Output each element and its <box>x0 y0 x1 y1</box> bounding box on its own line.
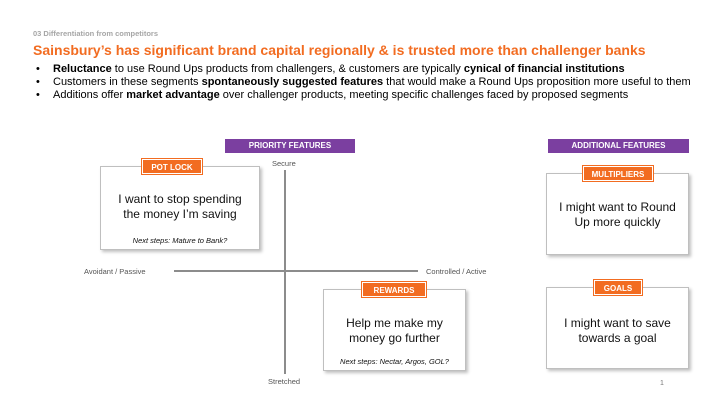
bullet-list: Reluctance to use Round Ups products fro… <box>36 63 696 102</box>
page-number: 1 <box>660 380 664 387</box>
additional-features-banner: ADDITIONAL FEATURES <box>548 139 689 153</box>
multipliers-text: I might want to Round Up more quickly <box>559 200 676 229</box>
pot-lock-card: I want to stop spending the money I’m sa… <box>100 166 260 250</box>
bullet-text: to use Round Ups products from challenge… <box>111 63 464 75</box>
slide-title: Sainsbury’s has significant brand capita… <box>33 42 646 58</box>
bullet-emphasis: Reluctance <box>53 63 112 75</box>
rewards-note: Next steps: Nectar, Argos, GOL? <box>340 357 449 366</box>
goals-text: I might want to save towards a goal <box>564 316 671 345</box>
axis-label-top: Secure <box>272 159 296 168</box>
bullet-text: over challenger products, meeting specif… <box>219 89 629 101</box>
bullet-text: Customers in these segments <box>53 76 202 88</box>
bullet-text: that would make a Round Ups proposition … <box>383 76 691 88</box>
bullet-item: Additions offer market advantage over ch… <box>36 89 696 102</box>
horizontal-axis <box>174 270 418 272</box>
multipliers-card: I might want to Round Up more quickly <box>546 173 689 255</box>
pot-lock-text: I want to stop spending the money I’m sa… <box>118 192 242 221</box>
bullet-emphasis: cynical of financial institutions <box>463 63 625 75</box>
rewards-tag: REWARDS <box>362 282 426 297</box>
rewards-text: Help me make my money go further <box>346 316 443 345</box>
goals-card: I might want to save towards a goal <box>546 287 689 369</box>
bullet-emphasis: market advantage <box>126 89 220 101</box>
rewards-card: Help me make my money go further Next st… <box>323 289 466 371</box>
axis-label-bottom: Stretched <box>268 377 301 386</box>
vertical-axis <box>284 170 286 374</box>
bullet-item: Customers in these segments spontaneousl… <box>36 76 696 89</box>
priority-features-banner: PRIORITY FEATURES <box>225 139 355 153</box>
bullet-emphasis: spontaneously suggested features <box>201 76 384 88</box>
goals-tag: GOALS <box>594 280 642 295</box>
bullet-text: Additions offer <box>53 89 127 101</box>
axis-label-left: Avoidant / Passive <box>84 267 146 276</box>
pot-lock-tag: POT LOCK <box>142 159 202 174</box>
axis-label-right: Controlled / Active <box>426 267 487 276</box>
section-label: 03 Differentiation from competitors <box>33 29 159 38</box>
multipliers-tag: MULTIPLIERS <box>583 166 653 181</box>
bullet-item: Reluctance to use Round Ups products fro… <box>36 63 696 76</box>
pot-lock-note: Next steps: Mature to Bank? <box>132 236 228 245</box>
